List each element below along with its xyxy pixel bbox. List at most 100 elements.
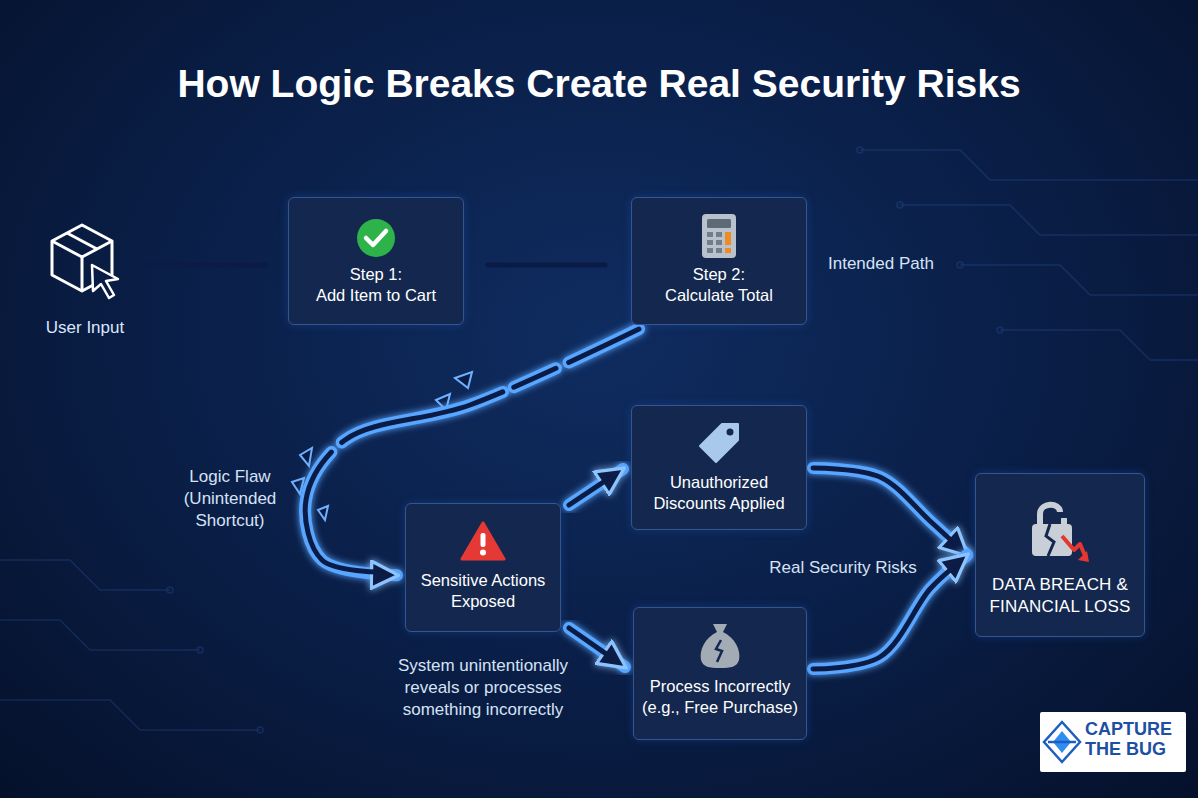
arrow-core (813, 468, 955, 544)
circuit-lines (897, 202, 903, 208)
tag-icon (696, 420, 742, 466)
node-text: DATA BREACH & FINANCIAL LOSS (984, 574, 1136, 618)
risk-box: Process Incorrectly (e.g., Free Purchase… (633, 607, 807, 740)
calculator-icon (707, 232, 722, 253)
risk-box: Unauthorized Discounts Applied (631, 405, 807, 530)
broken-lock-icon (1046, 524, 1054, 556)
circuit-lines (960, 265, 1198, 295)
node-text: Sensitive Actions Exposed (414, 570, 552, 613)
warning-icon (480, 550, 486, 556)
broken-lock-icon (1062, 536, 1086, 558)
circuit-lines (197, 647, 203, 653)
arrow-body (488, 259, 621, 271)
calculator-icon (707, 232, 713, 237)
logo-badge (1040, 712, 1186, 772)
node-text: Unauthorized Discounts Applied (640, 472, 798, 515)
arrow-body (813, 468, 967, 555)
broken-lock-icon (1040, 505, 1060, 524)
arrow-body (148, 259, 282, 271)
logo-text: CAPTURE THE BUG (1085, 720, 1183, 760)
logo-diamond (1044, 722, 1080, 762)
risk-note: Real Security Risks (760, 557, 926, 579)
cube-cursor-icon (48, 221, 122, 301)
calculator-icon (716, 232, 722, 237)
calculator-icon (707, 248, 713, 253)
flow-arrow (488, 265, 621, 266)
warning-icon (460, 520, 506, 562)
broken-lock-icon (1028, 496, 1092, 566)
cube-cursor-icon (67, 233, 97, 249)
arrow-core (148, 263, 266, 268)
tag-icon (727, 429, 734, 436)
arrow-body (569, 469, 623, 505)
node-text: Process Incorrectly (e.g., Free Purchase… (642, 676, 798, 719)
outcome-box: DATA BREACH & FINANCIAL LOSS (975, 473, 1145, 637)
money-bag-icon (713, 624, 727, 632)
money-bag-icon (716, 640, 722, 662)
flow-arrow (569, 469, 623, 505)
broken-shards (455, 372, 472, 388)
broken-lock-icon (1061, 518, 1067, 524)
cube-cursor-icon (92, 265, 118, 298)
calculator-icon (716, 240, 722, 245)
money-bag-icon (697, 620, 743, 670)
circuit-lines (1000, 330, 1198, 360)
process-box: Step 1:Add Item to Cart (288, 197, 464, 325)
node-text: Step 2: (640, 264, 798, 285)
calculator-icon (699, 212, 739, 260)
broken-shards (318, 506, 328, 520)
process-box: Step 2:Calculate Total (631, 197, 807, 325)
edge-label: Logic Flaw (Unintended Shortcut) (174, 466, 286, 532)
flow-arrow (813, 468, 967, 555)
arrow-core (488, 263, 605, 268)
logo-diamond (1048, 741, 1076, 744)
check-icon (357, 219, 395, 257)
check-icon (366, 231, 386, 245)
arrow-core (569, 628, 612, 658)
calculator-icon (707, 240, 713, 245)
circuit-lines (257, 727, 263, 733)
arrow-core (569, 478, 610, 505)
node-text: Step 1: (297, 264, 455, 285)
circuit-lines (167, 587, 173, 593)
circuit-lines (860, 150, 1198, 180)
flow-arrow (569, 628, 625, 667)
cube-cursor-icon (81, 257, 84, 291)
circuit-lines (997, 327, 1003, 333)
broken-shards (292, 372, 472, 520)
tag-icon (700, 424, 738, 462)
calculator-icon (707, 219, 731, 228)
broken-shards (300, 448, 312, 466)
diagram-title: How Logic Breaks Create Real Security Ri… (0, 62, 1198, 106)
arrow-core (813, 566, 955, 669)
circuit-lines (0, 620, 200, 650)
broken-lock-icon (1078, 551, 1089, 562)
calculator-icon (702, 214, 736, 258)
path-note: Intended Path (828, 253, 968, 275)
risk-box: Sensitive Actions Exposed (405, 503, 561, 632)
user-input: User Input (28, 213, 142, 349)
circuit-lines (900, 205, 1198, 235)
circuit-lines (857, 147, 863, 153)
calculator-icon (725, 248, 731, 253)
node-text: Calculate Total (640, 285, 798, 306)
node-text: Add Item to Cart (297, 285, 455, 306)
circuit-lines (0, 560, 170, 590)
flow-arrow (148, 265, 282, 266)
circuit-lines (957, 262, 963, 268)
calculator-icon (725, 232, 731, 245)
money-bag-icon (701, 632, 740, 668)
logo-badge (1040, 712, 1186, 772)
warning-icon (462, 523, 504, 559)
circuit-lines (0, 700, 260, 730)
node-text: User Input (36, 317, 134, 339)
calculator-icon (716, 248, 722, 253)
cube-cursor-icon (52, 241, 112, 257)
flaw-note: System unintentionally reveals or proces… (376, 655, 590, 721)
check-icon (354, 216, 398, 260)
logo-diamond (1044, 722, 1080, 762)
warning-icon (481, 533, 486, 547)
